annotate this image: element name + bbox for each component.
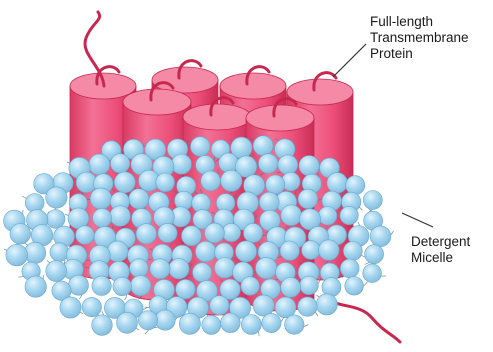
detergent-head	[114, 172, 135, 193]
detergent-head	[243, 223, 262, 242]
detergent-head	[169, 259, 189, 279]
detergent-head	[221, 313, 241, 333]
detergent-head	[340, 259, 359, 278]
detergent-head	[340, 206, 358, 224]
detergent-head	[60, 297, 81, 318]
detergent-head	[93, 208, 112, 227]
detergent-head	[24, 242, 45, 263]
detergent-head	[82, 297, 101, 316]
detergent-head	[158, 223, 177, 242]
detergent-head	[76, 226, 95, 245]
detergent-head	[138, 311, 157, 330]
detergent-head	[222, 223, 240, 241]
detergent-head	[130, 259, 149, 278]
micelle-label-line-1: Detergent	[411, 234, 470, 250]
detergent-head	[370, 226, 391, 247]
detergent-head	[241, 315, 261, 335]
detergent-head	[155, 310, 175, 330]
detergent-head	[278, 155, 298, 175]
detergent-head	[285, 315, 304, 334]
micelle-label-line-2: Micelle	[411, 250, 470, 266]
detergent-head	[190, 137, 210, 157]
detergent-head	[346, 176, 365, 195]
detergent-head	[241, 277, 260, 296]
detergent-head	[92, 276, 111, 295]
detergent-head	[299, 156, 319, 176]
detergent-head	[179, 313, 200, 334]
detergent-head	[318, 207, 337, 226]
detergent-head	[280, 241, 299, 260]
detergent-head	[253, 295, 274, 316]
detergent-head	[253, 136, 273, 156]
detergent-head	[69, 275, 89, 295]
detergent-head	[302, 241, 321, 260]
detergent-head	[281, 277, 301, 297]
detergent-head	[193, 263, 212, 282]
detergent-head	[221, 170, 242, 191]
protein-label: Full-length Transmembrane Protein	[370, 14, 469, 62]
protein-leader-line	[333, 44, 366, 77]
detergent-head	[136, 224, 156, 244]
detergent-head	[300, 276, 319, 295]
detergent-head	[90, 188, 111, 209]
detergent-head	[130, 275, 150, 295]
detergent-head	[89, 154, 110, 175]
detergent-head	[46, 187, 67, 208]
detergent-head	[363, 191, 382, 210]
detergent-head	[156, 173, 175, 192]
detergent-head	[107, 241, 128, 262]
detergent-head	[113, 277, 132, 296]
detergent-head	[205, 223, 225, 243]
detergent-head	[10, 223, 31, 244]
detergent-head	[129, 189, 149, 209]
detergent-head	[25, 276, 46, 297]
detergent-head	[365, 245, 384, 264]
detergent-head	[319, 240, 340, 261]
detergent-head	[259, 192, 279, 212]
detergent-head	[110, 154, 129, 173]
detergent-head	[195, 241, 216, 262]
detergent-head	[327, 173, 348, 194]
protein-label-line-3: Protein	[370, 46, 469, 62]
detergent-head	[258, 154, 278, 174]
detergent-head	[215, 258, 236, 279]
detergent-head	[210, 296, 229, 315]
detergent-head	[262, 313, 281, 332]
detergent-head	[25, 194, 44, 213]
protein-label-line-2: Transmembrane	[370, 30, 469, 46]
detergent-head	[117, 312, 138, 333]
detergent-head	[345, 277, 364, 296]
detergent-head	[46, 261, 67, 282]
detergent-head	[266, 175, 285, 194]
protein-label-line-1: Full-length	[370, 14, 469, 30]
detergent-head	[176, 279, 196, 299]
detergent-head	[363, 264, 382, 283]
micelle-leader-line	[402, 213, 433, 227]
detergent-head	[316, 294, 337, 315]
detergent-head	[343, 242, 362, 261]
detergent-head	[50, 243, 69, 262]
detergent-head	[171, 154, 191, 174]
detergent-head	[201, 171, 221, 191]
detergent-head	[275, 297, 296, 318]
detergent-head	[110, 206, 131, 227]
detergent-head	[202, 315, 221, 334]
detergent-head	[181, 226, 201, 246]
micelle-label: Detergent Micelle	[411, 234, 470, 266]
detergent-head	[235, 241, 256, 262]
detergent-head	[92, 315, 113, 336]
detergent-head	[150, 259, 170, 279]
detergent-head	[6, 244, 28, 266]
detergent-head	[219, 153, 239, 173]
detergent-head	[281, 205, 302, 226]
c-terminus-tail	[330, 300, 400, 342]
detergent-head	[46, 210, 65, 229]
detergent-head	[256, 257, 277, 278]
detergent-head	[298, 297, 317, 316]
detergent-head	[298, 189, 318, 209]
